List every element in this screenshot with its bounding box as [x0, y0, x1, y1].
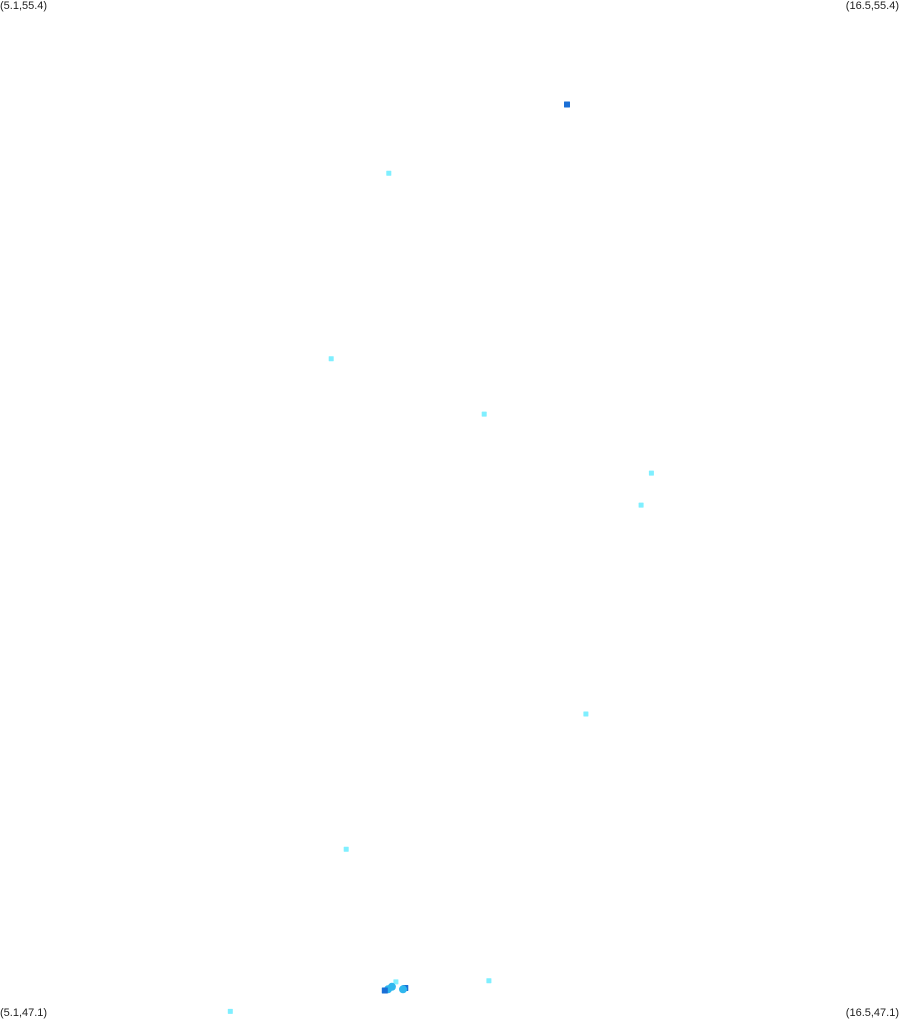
map-point-low [328, 356, 334, 362]
corner-label-top-right: (16.5,55.4) [845, 0, 899, 12]
map-point-low [481, 411, 487, 417]
corner-label-bottom-left: (5.1,47.1) [0, 1007, 48, 1019]
map-point-low [486, 978, 492, 984]
map-point-low [386, 170, 392, 176]
map-point-high [381, 987, 388, 994]
map-point-high [564, 101, 570, 108]
map-point-low [393, 979, 399, 985]
map-point-medium [387, 982, 396, 991]
corner-label-top-left: (5.1,55.4) [0, 0, 48, 12]
map-point-low [583, 711, 589, 717]
map-point-low [227, 1008, 233, 1014]
points-layer [227, 101, 654, 1014]
map-point-medium [399, 985, 407, 994]
map-point-low [648, 470, 654, 476]
map-point-low [343, 846, 349, 852]
corner-label-bottom-right: (16.5,47.1) [845, 1007, 899, 1019]
map-point-low [638, 502, 644, 508]
